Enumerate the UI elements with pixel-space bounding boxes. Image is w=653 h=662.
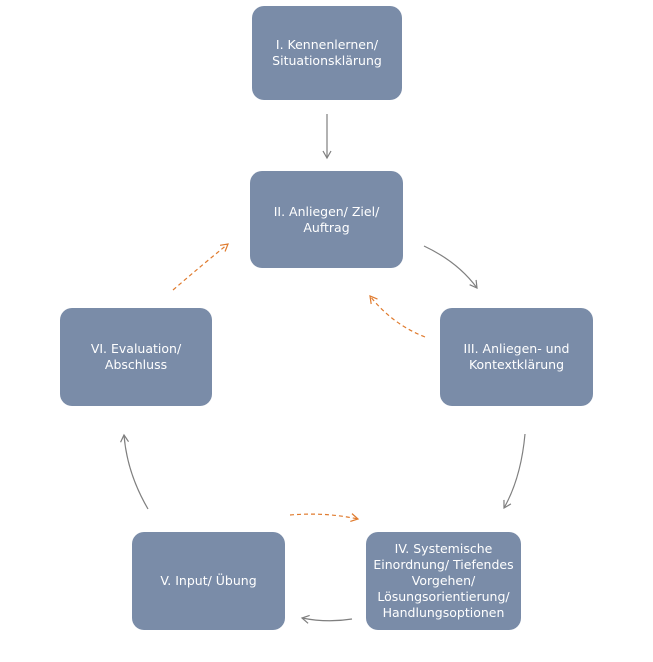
- node-label-line: Auftrag: [303, 219, 350, 235]
- arrow-v-to-vi: [120, 433, 149, 510]
- arrow-ii-to-iii: [423, 245, 478, 289]
- arrow-iii-to-iv: [503, 433, 526, 510]
- node-label-line: Lösungsorientierung/: [377, 589, 510, 604]
- node-label-line: Handlungsoptionen: [382, 605, 505, 620]
- node-label-line: II. Anliegen/ Ziel/: [273, 203, 380, 219]
- node-label-line: I. Kennenlernen/: [275, 37, 379, 52]
- node-label-line: IV. Systemische: [394, 541, 493, 556]
- node-label-line: Vorgehen/: [411, 573, 476, 588]
- step-node-kennenlernen: I. Kennenlernen/ Situationsklärung: [252, 6, 402, 100]
- node-label-line: Kontextklärung: [468, 357, 565, 372]
- step-node-kontextklaerung: III. Anliegen- und Kontextklärung: [440, 308, 593, 406]
- step-node-anliegen-ziel-auftrag: II. Anliegen/ Ziel/ Auftrag: [250, 171, 403, 268]
- node-label-line: V. Input/ Übung: [160, 573, 257, 588]
- dashed-arrow-vi-to-ii: [172, 243, 229, 291]
- node-label-line: Situationsklärung: [272, 53, 382, 68]
- node-label-line: Einordnung/ Tiefendes: [373, 557, 514, 572]
- arrow-iv-to-v: [300, 614, 353, 624]
- dashed-arrow-v-to-iv: [289, 513, 360, 523]
- step-node-evaluation-abschluss: VI. Evaluation/ Abschluss: [60, 308, 212, 406]
- step-node-systemische-einordnung: IV. Systemische Einordnung/ Tiefendes Vo…: [366, 532, 521, 630]
- dashed-arrow-iii-to-ii: [369, 295, 426, 338]
- node-label-line: Abschluss: [104, 357, 168, 372]
- step-node-input-uebung: V. Input/ Übung: [132, 532, 285, 630]
- node-label-line: III. Anliegen- und: [463, 341, 570, 356]
- node-label-line: VI. Evaluation/: [90, 341, 182, 356]
